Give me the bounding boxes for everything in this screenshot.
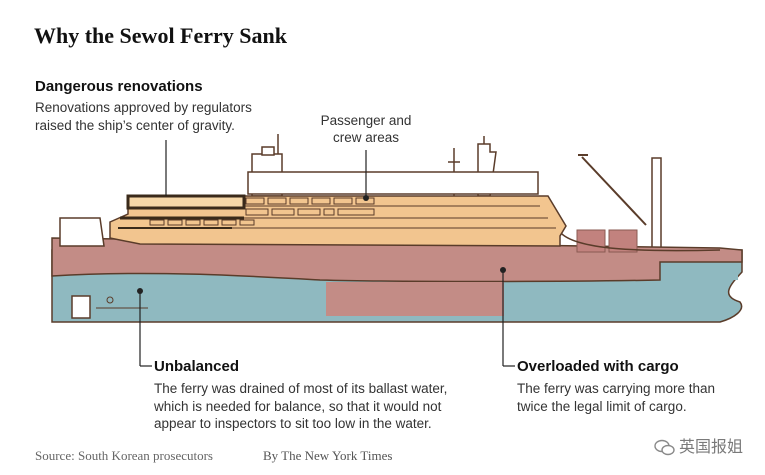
unbalanced-line: which is needed for balance, so that it … <box>154 398 442 414</box>
lower-cargo-block <box>326 282 504 316</box>
passenger-label: Passenger and crew areas <box>306 112 426 146</box>
unbalanced-text: The ferry was drained of most of its bal… <box>154 380 454 433</box>
deck-container <box>608 229 638 253</box>
renovations-text: Renovations approved by regulators raise… <box>35 99 295 134</box>
unbalanced-line: The ferry was drained of most of its bal… <box>154 381 448 396</box>
cargo-line: The ferry was carrying more than <box>517 381 716 396</box>
window-row <box>149 197 375 226</box>
bow-cargo-block <box>674 266 738 280</box>
cargo-text: The ferry was carrying more than twice t… <box>517 380 747 415</box>
cargo-line: twice the legal limit of cargo. <box>517 398 687 414</box>
wechat-icon <box>654 439 675 455</box>
page-title: Why the Sewol Ferry Sank <box>34 23 287 48</box>
cargo-heading: Overloaded with cargo <box>517 358 679 375</box>
byline: By The New York Times <box>263 448 393 463</box>
unbalanced-line: appear to inspectors to sit too low in t… <box>154 416 432 431</box>
deck-container <box>576 229 606 253</box>
watermark: 英国报姐 <box>654 433 743 457</box>
passenger-line: crew areas <box>332 130 400 145</box>
renovations-heading: Dangerous renovations <box>35 78 203 95</box>
watermark-text: 英国报姐 <box>678 439 743 456</box>
renovated-decks <box>120 194 246 220</box>
unbalanced-heading: Unbalanced <box>154 358 240 375</box>
hull-cargo <box>51 237 743 283</box>
renovations-line: raised the ship’s center of gravity. <box>35 117 235 133</box>
rudder <box>71 295 148 319</box>
passenger-line: Passenger and <box>320 113 412 128</box>
source-note: Source: South Korean prosecutors <box>35 448 213 463</box>
renovations-line: Renovations approved by regulators <box>35 100 252 115</box>
